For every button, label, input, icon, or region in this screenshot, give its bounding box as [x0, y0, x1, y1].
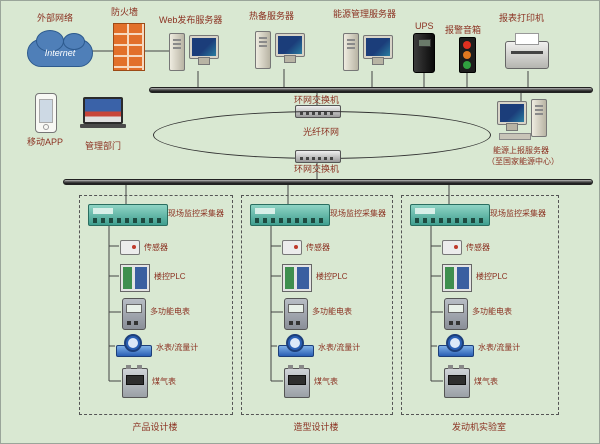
label-plc: 楼控PLC: [476, 272, 508, 281]
label-external-network: 外部网络: [37, 13, 74, 23]
water-meter-icon: [116, 334, 152, 360]
web-server-icon: [169, 33, 219, 71]
label-report-server-line1: 能源上报服务器: [493, 146, 549, 155]
label-collector: 现场监控采集器: [330, 209, 386, 218]
gas-meter-icon: [444, 365, 470, 398]
sensor-icon: [282, 240, 302, 255]
label-ups: UPS: [415, 21, 434, 31]
site-collector-icon: [410, 204, 490, 226]
label-firewall: 防火墙: [111, 7, 139, 17]
plc-icon: [442, 264, 472, 292]
internet-cloud-icon: Internet: [27, 30, 93, 67]
electric-meter-icon: [444, 298, 468, 330]
label-water-meter: 水表/流量计: [478, 343, 521, 352]
gas-meter-icon: [284, 365, 310, 398]
label-plc: 楼控PLC: [154, 272, 186, 281]
network-bus-bottom: [63, 179, 593, 185]
mobile-phone-icon: [35, 93, 57, 133]
label-report-printer: 报表打印机: [499, 13, 545, 23]
plc-icon: [282, 264, 312, 292]
monitor-icon: [497, 101, 527, 131]
printer-icon: [505, 33, 549, 69]
label-plc: 楼控PLC: [316, 272, 348, 281]
site-collector-icon: [250, 204, 330, 226]
label-water-meter: 水表/流量计: [318, 343, 361, 352]
label-electric-meter: 多功能电表: [472, 307, 512, 316]
label-electric-meter: 多功能电表: [150, 307, 190, 316]
label-hot-standby-server: 热备服务器: [249, 11, 295, 21]
label-water-meter: 水表/流量计: [156, 343, 199, 352]
ring-switch-bottom-icon: [295, 150, 341, 163]
label-report-server-line2: （至国家能源中心）: [487, 157, 559, 166]
internet-cloud-text: Internet: [44, 48, 76, 58]
label-sensor: 传感器: [144, 243, 168, 252]
label-collector: 现场监控采集器: [490, 209, 546, 218]
water-meter-icon: [278, 334, 314, 360]
water-dial: [286, 334, 304, 352]
water-dial: [446, 334, 464, 352]
alarm-speaker-icon: [459, 37, 476, 73]
server-tower-icon: [343, 33, 359, 71]
server-tower-icon: [169, 33, 185, 71]
alarm-lamp-red: [463, 41, 471, 49]
server-tower-icon: [255, 31, 271, 69]
label-web-server: Web发布服务器: [159, 15, 223, 25]
water-dial: [124, 334, 142, 352]
alarm-lamp-green: [463, 61, 471, 69]
laptop-screen-content: [85, 99, 121, 122]
sensor-icon: [120, 240, 140, 255]
building-box-product-design: 现场监控采集器 传感器 楼控PLC 多功能电表 水表/流量计 煤气表: [79, 195, 233, 415]
building-box-styling-design: 现场监控采集器 传感器 楼控PLC 多功能电表 水表/流量计 煤气表: [241, 195, 393, 415]
building-box-engine-lab: 现场监控采集器 传感器 楼控PLC 多功能电表 水表/流量计 煤气表: [401, 195, 559, 415]
site-collector-icon: [88, 204, 168, 226]
label-collector: 现场监控采集器: [168, 209, 224, 218]
label-building-1: 产品设计楼: [132, 422, 178, 432]
ups-icon: [413, 33, 435, 73]
label-gas-meter: 煤气表: [314, 377, 338, 386]
gas-meter-icon: [122, 365, 148, 398]
monitor-screen: [278, 36, 302, 54]
hot-standby-server-icon: [255, 31, 305, 69]
server-tower-icon: [531, 99, 547, 137]
label-sensor: 传感器: [466, 243, 490, 252]
monitor-icon: [189, 35, 219, 65]
label-management-dept: 管理部门: [85, 141, 122, 151]
label-gas-meter: 煤气表: [474, 377, 498, 386]
water-meter-icon: [438, 334, 474, 360]
plc-icon: [120, 264, 150, 292]
laptop-screen: [83, 97, 123, 124]
label-fiber-ring: 光纤环网: [302, 127, 339, 137]
electric-meter-icon: [284, 298, 308, 330]
monitor-icon: [275, 33, 305, 63]
label-mobile-app: 移动APP: [27, 137, 64, 147]
keyboard-icon: [499, 133, 531, 140]
label-building-3: 发动机实验室: [451, 422, 506, 432]
label-energy-mgmt-server: 能源管理服务器: [333, 9, 397, 19]
monitor-screen: [366, 38, 390, 56]
label-ring-switch-top: 环网交换机: [294, 95, 340, 105]
laptop-base: [80, 124, 126, 128]
label-building-2: 造型设计楼: [293, 422, 339, 432]
monitor-icon: [363, 35, 393, 65]
label-gas-meter: 煤气表: [152, 377, 176, 386]
label-sensor: 传感器: [306, 243, 330, 252]
label-electric-meter: 多功能电表: [312, 307, 352, 316]
sensor-icon: [442, 240, 462, 255]
monitor-screen: [500, 104, 524, 122]
electric-meter-icon: [122, 298, 146, 330]
firewall-icon: [113, 23, 145, 71]
monitor-screen: [192, 38, 216, 56]
energy-mgmt-server-icon: [343, 33, 393, 71]
management-laptop-icon: [80, 97, 126, 128]
label-alarm-speaker: 报警音箱: [445, 25, 482, 35]
energy-report-server-icon: [497, 99, 547, 137]
alarm-lamp-orange: [463, 51, 471, 59]
label-ring-switch-bottom: 环网交换机: [294, 164, 340, 174]
network-bus-top: [149, 87, 593, 93]
